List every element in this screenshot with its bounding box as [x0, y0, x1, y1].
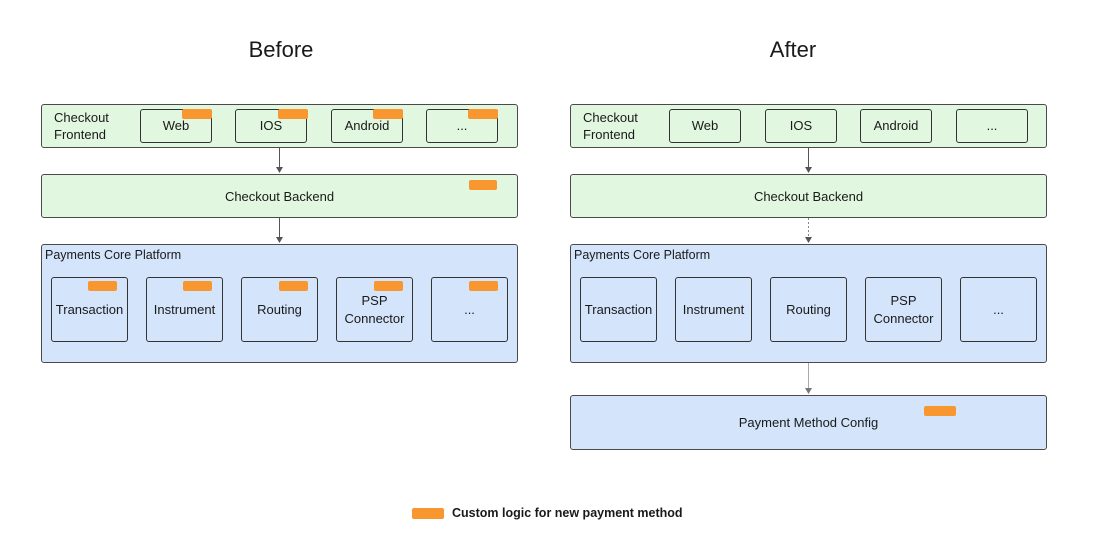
before-backend-label: Checkout Backend	[224, 188, 335, 204]
before-frontend-label: Checkout Frontend	[54, 110, 109, 142]
custom-logic-tag	[373, 109, 403, 119]
arrow-core-to-config	[805, 363, 812, 394]
arrow-backend-to-core	[805, 218, 812, 243]
after-module-instrument: Instrument	[675, 277, 752, 342]
custom-logic-tag	[469, 180, 497, 190]
before-backend-layer: Checkout Backend	[41, 174, 518, 218]
after-title: After	[769, 37, 817, 62]
custom-logic-tag	[468, 109, 498, 119]
arrow-frontend-to-backend	[805, 148, 812, 173]
custom-logic-tag	[279, 281, 308, 291]
arrow-backend-to-core	[276, 218, 283, 243]
after-backend-label: Checkout Backend	[753, 188, 864, 204]
after-module-transaction: Transaction	[580, 277, 657, 342]
custom-logic-tag	[183, 281, 212, 291]
after-client-android: Android	[860, 109, 932, 143]
after-module-psp-connector: PSP Connector	[865, 277, 942, 342]
after-module-more: ...	[960, 277, 1037, 342]
arrow-frontend-to-backend	[276, 148, 283, 173]
custom-logic-tag	[182, 109, 212, 119]
legend-swatch	[412, 508, 444, 519]
before-title: Before	[248, 37, 314, 62]
before-client-android: Android	[331, 109, 403, 143]
after-core-label: Payments Core Platform	[574, 248, 711, 262]
custom-logic-tag	[374, 281, 403, 291]
after-client-more: ...	[956, 109, 1028, 143]
legend-label: Custom logic for new payment method	[452, 506, 683, 520]
custom-logic-tag	[469, 281, 498, 291]
custom-logic-tag	[924, 406, 956, 416]
after-config-label: Payment Method Config	[738, 415, 879, 430]
custom-logic-tag	[278, 109, 308, 119]
after-config-layer: Payment Method Config	[570, 395, 1047, 450]
after-backend-layer: Checkout Backend	[570, 174, 1047, 218]
after-client-web: Web	[669, 109, 741, 143]
after-frontend-label: Checkout Frontend	[583, 110, 638, 142]
custom-logic-tag	[88, 281, 117, 291]
after-module-routing: Routing	[770, 277, 847, 342]
before-core-label: Payments Core Platform	[45, 248, 182, 262]
after-client-ios: IOS	[765, 109, 837, 143]
